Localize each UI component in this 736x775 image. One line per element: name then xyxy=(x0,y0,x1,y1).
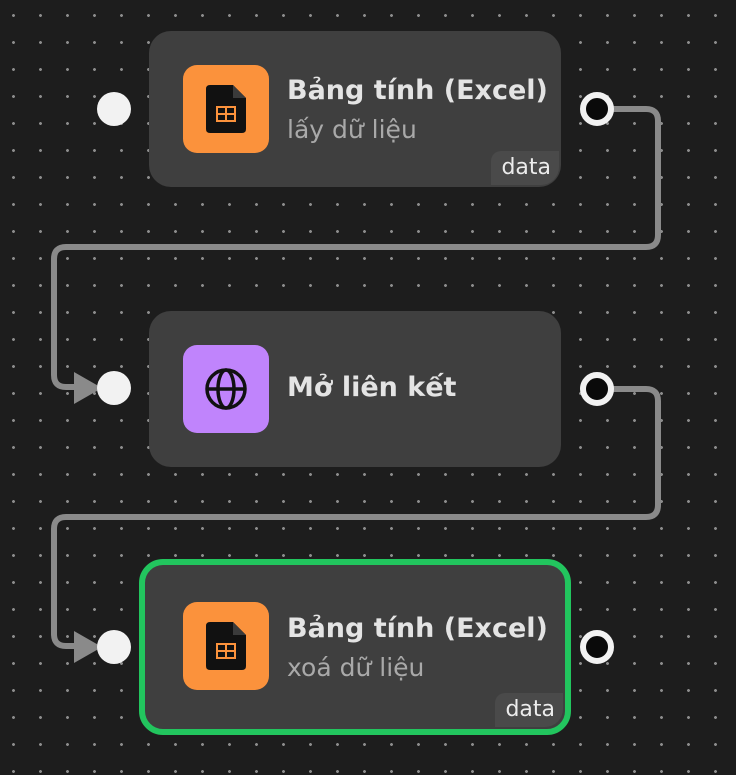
node-spreadsheet-delete-data[interactable]: Bảng tính (Excel) xoá dữ liệu data xyxy=(139,559,571,735)
data-badge: data xyxy=(491,151,559,185)
node-title: Bảng tính (Excel) xyxy=(287,75,548,106)
node-icon-tile xyxy=(183,345,269,433)
spreadsheet-icon xyxy=(206,622,246,670)
spreadsheet-icon xyxy=(206,85,246,133)
node-3-input-handle[interactable] xyxy=(97,630,131,664)
node-title: Bảng tính (Excel) xyxy=(287,613,548,644)
node-subtitle: xoá dữ liệu xyxy=(287,653,425,682)
node-3-output-handle[interactable] xyxy=(580,630,614,664)
node-icon-tile xyxy=(183,602,269,690)
node-icon-tile xyxy=(183,65,269,153)
node-spreadsheet-get-data[interactable]: Bảng tính (Excel) lấy dữ liệu data xyxy=(149,31,561,187)
data-badge: data xyxy=(495,693,563,727)
globe-icon xyxy=(205,368,247,410)
node-1-input-handle[interactable] xyxy=(97,92,131,126)
node-title: Mở liên kết xyxy=(287,372,457,403)
node-2-output-handle[interactable] xyxy=(580,372,614,406)
node-subtitle: lấy dữ liệu xyxy=(287,115,417,144)
node-open-link[interactable]: Mở liên kết xyxy=(149,311,561,467)
node-2-input-handle[interactable] xyxy=(97,371,131,405)
node-1-output-handle[interactable] xyxy=(580,92,614,126)
